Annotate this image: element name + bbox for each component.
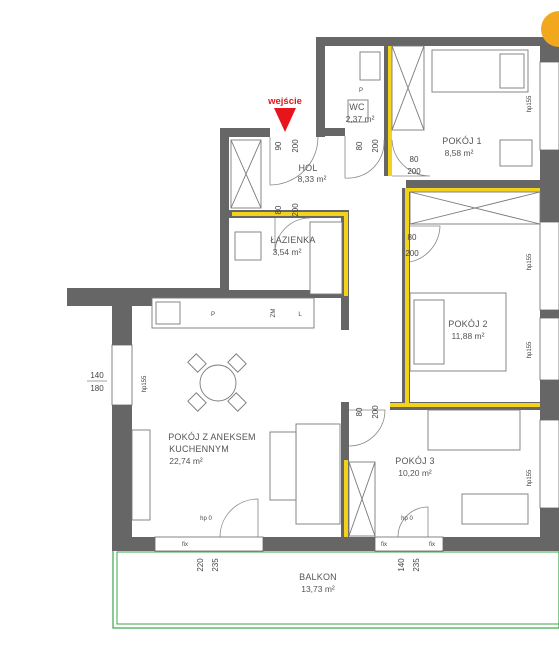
windows [111, 61, 559, 552]
fix-left: fix [182, 542, 188, 548]
hp155-salon: hp155 [142, 375, 148, 392]
room-name-pokoj2: POKÓJ 2 [448, 319, 487, 329]
room-name-lazienka: ŁAZIENKA [270, 235, 315, 245]
hp155-pokoj2b: hp155 [527, 341, 533, 358]
entry-arrow-icon [274, 108, 296, 132]
room-name-salon: POKÓJ Z ANEKSEM [168, 432, 256, 442]
dim-balc-right-w: 140 [397, 558, 406, 572]
wc-p: P [359, 88, 363, 94]
dim-p3-h: 200 [371, 405, 380, 419]
room-name-pokoj1: POKÓJ 1 [442, 136, 481, 146]
fix-right-a: fix [381, 542, 387, 548]
dim-wc-h: 200 [371, 139, 380, 153]
entry-marker: wejście [267, 96, 302, 132]
hp155-pokoj2a: hp155 [527, 253, 533, 270]
dim-p1-w: 80 [410, 155, 419, 164]
window-annotations: hp155 hp155 hp155 hp155 hp155 hp 0 hp 0 … [142, 88, 533, 548]
dim-balc-left-w: 220 [196, 558, 205, 572]
furniture [131, 45, 541, 537]
dim-entry-w: 90 [274, 141, 283, 150]
dim-win-left-w: 140 [90, 371, 104, 380]
dimension-labels: 90 200 80 200 80 200 80 200 80 200 80 20… [87, 139, 421, 572]
hp155-pokoj1: hp155 [527, 95, 533, 112]
room-area-wc: 2,37 m² [346, 114, 375, 124]
hp0-pokoj3: hp 0 [401, 516, 413, 522]
dim-p2-h: 200 [405, 249, 419, 258]
room-area-salon: 22,74 m² [169, 456, 203, 466]
hp0-salon: hp 0 [200, 516, 212, 522]
accent-walls [232, 46, 540, 537]
room-name-balkon: BALKON [299, 572, 337, 582]
corner-badge [541, 11, 559, 47]
room-area-hol: 8,33 m² [298, 174, 327, 184]
dim-p2-w: 80 [408, 233, 417, 242]
room-area-pokoj1: 8,58 m² [445, 148, 474, 158]
dim-wc-w: 80 [355, 141, 364, 150]
doors [219, 136, 441, 538]
appliance-l: L [298, 312, 302, 318]
dim-p1-h: 200 [407, 167, 421, 176]
dim-p3-w: 80 [355, 407, 364, 416]
room-name-pokoj3: POKÓJ 3 [395, 456, 434, 466]
room-labels: WC 2,37 m² HOL 8,33 m² ŁAZIENKA 3,54 m² … [168, 102, 487, 478]
dim-laz-w: 80 [274, 205, 283, 214]
room-area-pokoj3: 10,20 m² [398, 468, 432, 478]
room-area-balkon: 13,73 m² [301, 584, 335, 594]
appliance-p: P [211, 312, 215, 318]
entry-label: wejście [267, 96, 302, 107]
fix-right-b: fix [429, 542, 435, 548]
dim-balc-left-h: 235 [211, 558, 220, 572]
dim-laz-h: 200 [291, 203, 300, 217]
room-name-hol: HOL [298, 163, 317, 173]
hp155-pokoj3: hp155 [527, 469, 533, 486]
room-area-lazienka: 3,54 m² [273, 247, 302, 257]
dim-entry-h: 200 [291, 139, 300, 153]
dim-win-left-h: 180 [90, 384, 104, 393]
room-name-salon-line2: KUCHENNYM [169, 444, 229, 454]
balcony: BALKON 13,73 m² [112, 547, 559, 629]
appliance-zm: ZM [271, 309, 277, 318]
room-area-pokoj2: 11,88 m² [452, 331, 485, 341]
room-name-wc: WC [349, 102, 365, 112]
dim-balc-right-h: 235 [412, 558, 421, 572]
